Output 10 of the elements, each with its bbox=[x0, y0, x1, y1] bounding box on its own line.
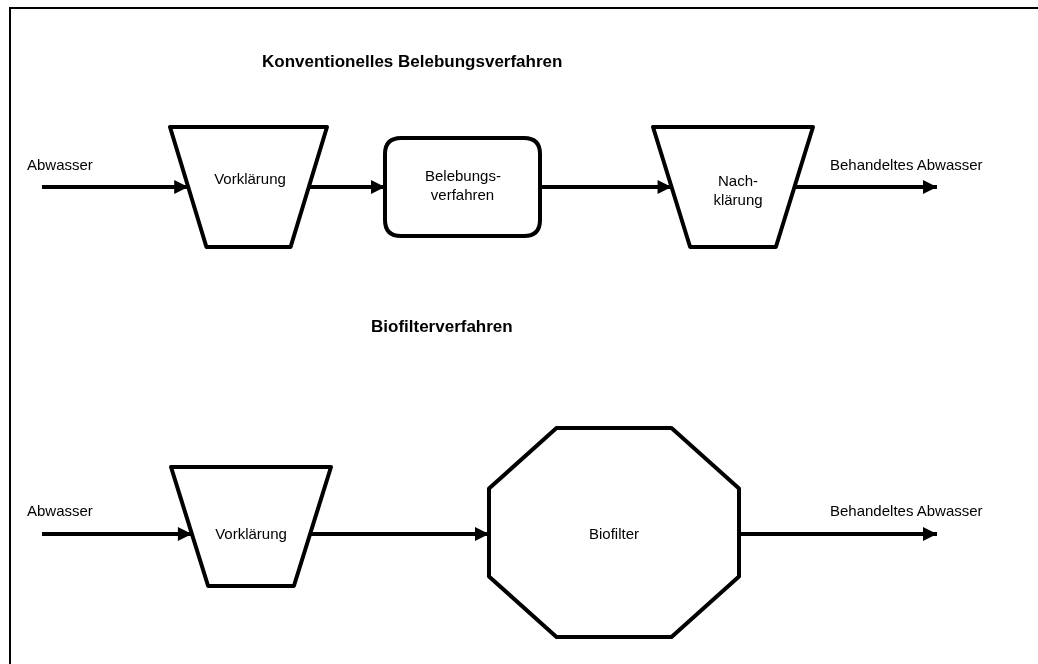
arrow bbox=[42, 527, 192, 541]
node-label: Nach- klärung bbox=[712, 171, 764, 209]
node-label: Biofilter bbox=[588, 524, 640, 543]
diagram-heading: Biofilterverfahren bbox=[371, 317, 513, 337]
arrow bbox=[310, 527, 489, 541]
arrow bbox=[540, 180, 672, 194]
node-label: Vorklärung bbox=[214, 524, 288, 543]
node-label: Belebungs- verfahren bbox=[425, 166, 500, 204]
diagram-heading: Konventionelles Belebungsverfahren bbox=[262, 52, 563, 72]
node-label: Vorklärung bbox=[213, 169, 287, 188]
